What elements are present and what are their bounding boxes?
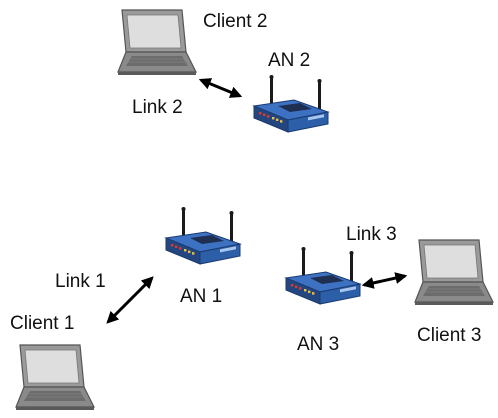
an-1-node: [165, 206, 241, 265]
link-3-arrow: [361, 272, 408, 289]
laptop-icon: [414, 239, 494, 306]
wireless-router-icon: [285, 246, 361, 305]
client-3-label: Client 3: [417, 325, 482, 346]
an-3-node: [285, 246, 361, 305]
an-3-label: AN 3: [297, 334, 340, 355]
an-2-label: AN 2: [268, 50, 311, 71]
client-1-label: Client 1: [10, 313, 75, 334]
wireless-router-icon: [165, 206, 241, 265]
link-2-label: Link 2: [132, 97, 183, 118]
link-1-arrow: [106, 276, 154, 324]
an-2-node: [253, 74, 329, 133]
link-1-label: Link 1: [55, 271, 106, 292]
laptop-icon: [15, 344, 95, 411]
link-3-label: Link 3: [346, 224, 397, 245]
link-2-arrow: [198, 78, 243, 98]
client-1-node: [15, 344, 95, 411]
client-2-node: [117, 9, 197, 76]
wireless-router-icon: [253, 74, 329, 133]
client-2-label: Client 2: [203, 11, 268, 32]
an-1-label: AN 1: [180, 286, 223, 307]
laptop-icon: [117, 9, 197, 76]
client-3-node: [414, 239, 494, 306]
